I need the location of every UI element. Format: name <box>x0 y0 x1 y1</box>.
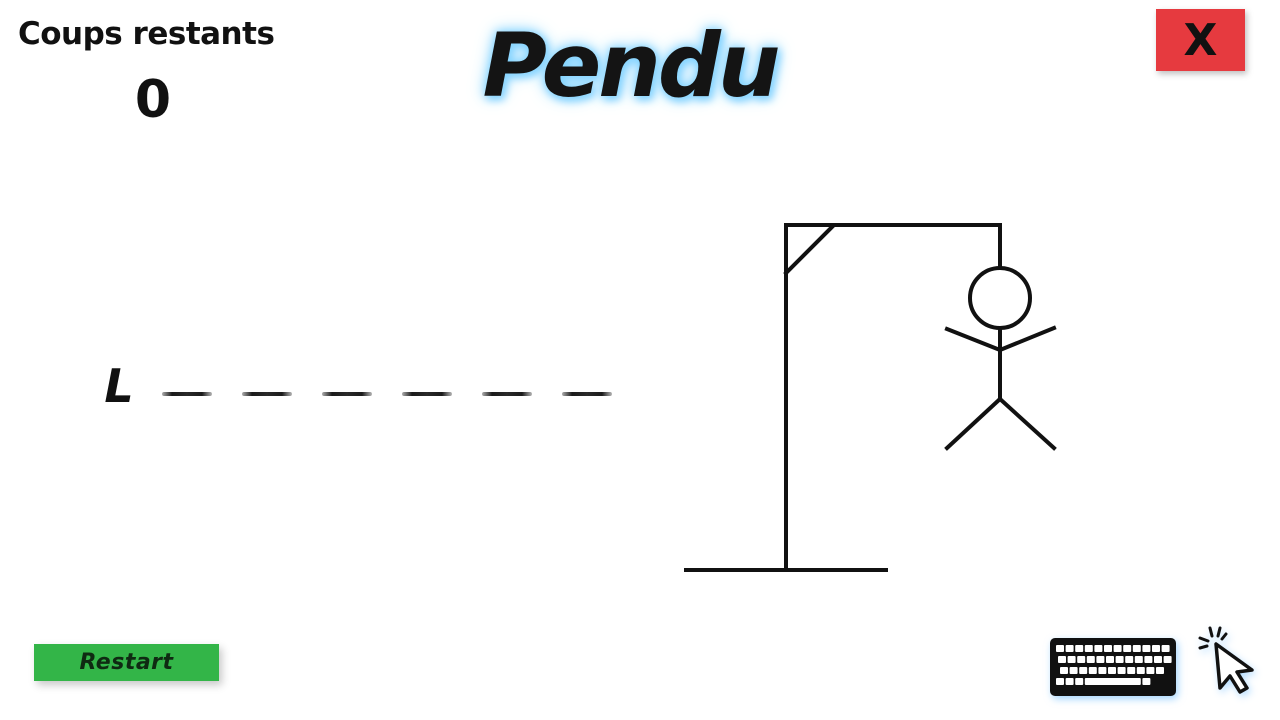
letter-slot <box>400 354 454 410</box>
letter-blank <box>562 392 612 396</box>
restart-button[interactable]: Restart <box>34 644 219 681</box>
keyboard-icon[interactable] <box>1048 636 1178 698</box>
letter-slot <box>160 354 214 410</box>
letter-slot <box>240 354 294 410</box>
hidden-word: L <box>104 350 614 410</box>
gallows-brace <box>783 224 835 276</box>
letter-slot <box>320 354 374 410</box>
hangman-head <box>968 266 1032 330</box>
hangman-left-arm <box>944 326 1003 353</box>
hangman-drawing <box>684 223 1057 572</box>
hangman-left-leg <box>944 396 1003 451</box>
letter-slot <box>560 354 614 410</box>
letter-slot: L <box>104 354 134 410</box>
close-button[interactable]: X <box>1156 9 1245 71</box>
remaining-tries-label: Coups restants <box>18 16 275 52</box>
letter-blank <box>162 392 212 396</box>
hangman-right-leg <box>997 396 1057 451</box>
letter: L <box>104 359 134 413</box>
hangman-right-arm <box>997 325 1057 353</box>
letter-blank <box>482 392 532 396</box>
game-title: Pendu <box>482 14 780 117</box>
letter-blank <box>242 392 292 396</box>
letter-blank <box>322 392 372 396</box>
remaining-tries-value: 0 <box>134 70 172 130</box>
cursor-click-icon[interactable] <box>1196 624 1262 696</box>
letter-blank <box>402 392 452 396</box>
letter-slot <box>480 354 534 410</box>
